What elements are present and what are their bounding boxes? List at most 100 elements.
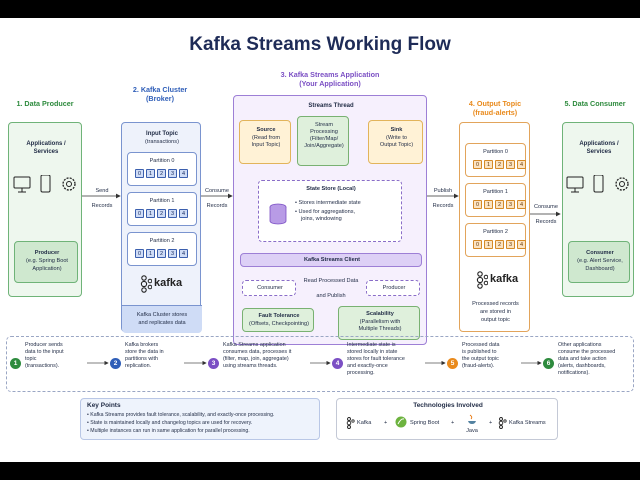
- kafka-icon: [346, 417, 355, 429]
- producer-section-header: 1. Data Producer: [16, 99, 74, 108]
- offset-cell: 2: [157, 209, 166, 218]
- processing-line1: Stream: [314, 122, 334, 128]
- step-text-line: data to the input: [25, 349, 64, 355]
- offset-cell: 2: [157, 169, 166, 178]
- step-number-badge: 5: [447, 358, 458, 369]
- processing-line4: Join/Aggregate): [304, 143, 344, 149]
- offset-cell: 0: [135, 209, 144, 218]
- output-section-header-line1: 4. Output Topic: [468, 99, 522, 108]
- source-desc-line1: (Read from: [252, 135, 280, 141]
- output-note-line1: Processed records: [472, 301, 519, 307]
- publish-label-line2: Records: [432, 203, 454, 209]
- sink-box: Sink (Write to Output Topic): [368, 120, 423, 164]
- consumer-label: Consumer: [586, 250, 614, 256]
- tech-kafka-label: Kafka: [357, 420, 372, 426]
- step-text-line: Processed data: [462, 342, 500, 348]
- app-box: Streams Thread Source (Read from Input T…: [233, 95, 427, 345]
- offset-cell: 0: [473, 160, 482, 169]
- step-text-line: topic: [25, 356, 37, 362]
- publish-label-line1: Publish: [433, 188, 453, 194]
- devices-icon: [566, 175, 629, 193]
- processing-line3: (Filter/Map/: [309, 136, 339, 142]
- consumer-box: Applications / Services Consumer (e.g. A…: [562, 122, 634, 297]
- step-number-badge: 4: [332, 358, 343, 369]
- app-section-header-line2: (Your Application): [299, 79, 361, 88]
- step-text-line: and exactly-once: [347, 363, 388, 369]
- step-text-line: consume the processed: [558, 349, 616, 355]
- java-icon: [468, 414, 476, 424]
- step-text-line: (alerts, dashboards,: [558, 363, 606, 369]
- streams-thread-title: Streams Thread: [308, 103, 354, 109]
- fault-tolerance-desc: (Offsets, Checkpointing): [249, 321, 309, 327]
- output-partition-2-label: Partition 2: [483, 229, 508, 235]
- step-text-line: (filter, map, join, aggregate): [223, 356, 289, 362]
- tech-spring-label: Spring Boot: [410, 420, 440, 426]
- streams-client-bar: Kafka Streams Client: [240, 253, 422, 267]
- offset-cell: 0: [135, 169, 144, 178]
- step-text-line: stores for fault tolerance: [347, 356, 405, 362]
- step-number-badge: 1: [10, 358, 21, 369]
- output-partition-0-label: Partition 0: [483, 149, 508, 155]
- tech-title: Technologies Involved: [413, 402, 483, 409]
- offset-cell: 4: [517, 200, 526, 209]
- offset-cell: 1: [484, 240, 493, 249]
- plus-icon: +: [384, 420, 388, 426]
- producer-label: Producer: [34, 250, 60, 256]
- read-publish-line2: and Publish: [316, 293, 346, 299]
- sink-desc-line2: Output Topic): [379, 142, 414, 148]
- tech-streams-label: Kafka Streams: [509, 420, 546, 426]
- producer-chip: Producer: [366, 280, 420, 296]
- consumer-chip: Consumer: [242, 280, 296, 296]
- step-text-line: Kafka Streams application: [223, 342, 286, 348]
- fault-tolerance-box: Fault Tolerance (Offsets, Checkpointing): [242, 308, 314, 332]
- step-text-line: Intermediate state is: [347, 342, 396, 348]
- step-number-badge: 2: [110, 358, 121, 369]
- cluster-note: Kafka Cluster stores and replicates data: [122, 305, 202, 333]
- offset-cell: 4: [179, 249, 188, 258]
- offset-cell: 2: [495, 200, 504, 209]
- input-partition-0-label: Partition 0: [149, 158, 175, 164]
- cluster-box: Input Topic (transactions) Partition 0 0…: [121, 122, 202, 333]
- offset-cell: 2: [157, 249, 166, 258]
- app-section-header-line1: 3. Kafka Streams Application: [280, 70, 380, 79]
- consumer-apps-line1: Applications /: [579, 141, 619, 147]
- scalability-title: Scalability: [366, 311, 394, 317]
- consumer-apps-line2: Services: [586, 149, 612, 155]
- read-publish-line1: Read Processed Data: [303, 278, 359, 284]
- key-points-panel: Key Points • Kafka Streams provides faul…: [80, 398, 320, 440]
- key-point-3: • Multiple instances can run in same app…: [87, 428, 250, 434]
- consumer-section-header: 5. Data Consumer: [564, 99, 626, 108]
- consumer-example-line1: (e.g. Alert Service,: [577, 258, 623, 264]
- offset-cell: 2: [495, 160, 504, 169]
- producer-inner-box: Producer (e.g. Spring Boot Application): [14, 241, 78, 283]
- offset-cell: 4: [179, 169, 188, 178]
- consumer-chip-label: Consumer: [257, 285, 283, 291]
- tech-java-label: Java: [466, 428, 478, 434]
- step-text-line: replication.: [125, 363, 152, 369]
- kafka-logo-text: kafka: [154, 277, 183, 289]
- kafka-logo-icon: [140, 275, 152, 293]
- step-text-line: notifications).: [558, 370, 590, 376]
- devices-icon: [13, 175, 76, 193]
- cluster-section-header-line1: 2. Kafka Cluster: [132, 85, 188, 94]
- input-topic-name: (transactions): [145, 139, 179, 145]
- cluster-section-header-line2: (Broker): [146, 94, 174, 103]
- streams-client-label: Kafka Streams Client: [304, 257, 360, 263]
- key-points-title: Key Points: [87, 402, 121, 409]
- diagram-title: Kafka Streams Working Flow: [189, 34, 451, 55]
- offset-cell: 3: [168, 249, 177, 258]
- fault-tolerance-title: Fault Tolerance: [258, 313, 300, 319]
- step-text-line: partitions with: [125, 356, 158, 362]
- diagram-canvas: Kafka Streams Working Flow 1. Data Produ…: [0, 18, 640, 462]
- step-text-line: processing.: [347, 370, 375, 376]
- input-topic-title: Input Topic: [146, 131, 178, 137]
- tech-panel: Technologies Involved Kafka + Spring Boo…: [336, 398, 558, 440]
- offset-cell: 3: [506, 160, 515, 169]
- state-bullet-2-line2: joins, windowing: [301, 216, 342, 222]
- output-note-line2: are stored in: [479, 309, 512, 315]
